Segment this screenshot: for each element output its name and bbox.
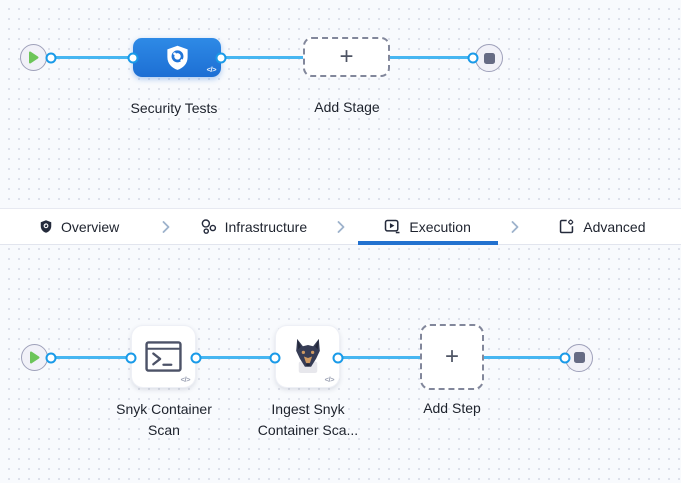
connector-dot: [45, 52, 57, 63]
tab-label: Advanced: [583, 218, 646, 235]
connector-dot: [45, 352, 57, 363]
step-label: Ingest Snyk Container Sca...: [257, 401, 359, 438]
execution-icon: [384, 218, 401, 235]
connector-dot: [269, 352, 281, 363]
tab-advanced[interactable]: Advanced: [523, 209, 681, 244]
connector-dot: [467, 52, 479, 63]
connector-dot: [332, 352, 344, 363]
connector-dot: [215, 52, 227, 63]
stage-connector-line: [51, 56, 473, 59]
pipeline-end-node: [475, 44, 503, 72]
code-glyph: </>: [324, 375, 335, 384]
stop-icon: [483, 52, 495, 64]
step-label: Snyk Container Scan: [116, 401, 212, 438]
stage-label: Security Tests: [130, 100, 218, 116]
steps-start-node: [21, 344, 48, 371]
advanced-icon: [558, 218, 575, 235]
add-stage-label: Add Stage: [314, 99, 380, 115]
stage-node-security-tests[interactable]: </>: [133, 38, 221, 77]
chevron-right-icon: [158, 209, 174, 244]
code-glyph: </>: [206, 65, 217, 74]
code-glyph: </>: [180, 375, 191, 384]
security-shield-scan-icon: [164, 44, 191, 71]
plus-icon: +: [444, 343, 459, 370]
tab-overview[interactable]: Overview: [0, 209, 158, 244]
chevron-right-icon: [333, 209, 349, 244]
play-icon: [29, 351, 40, 364]
connector-dot: [190, 352, 202, 363]
tab-label: Overview: [60, 218, 120, 235]
shield-icon: [39, 219, 53, 234]
tab-execution[interactable]: Execution: [349, 209, 507, 245]
stage-tabbar: Overview Infrastructure Execution: [0, 208, 681, 245]
play-icon: [28, 51, 39, 64]
step-node-snyk-container-scan[interactable]: </>: [131, 325, 196, 388]
add-step-label: Add Step: [423, 400, 481, 416]
pipeline-start-node: [20, 44, 47, 71]
infrastructure-icon: [200, 218, 217, 235]
tab-label: Infrastructure: [224, 218, 308, 235]
tab-label: Execution: [409, 218, 471, 235]
connector-dot: [127, 52, 139, 63]
selected-tab-underline: [357, 241, 498, 245]
chevron-right-icon: [507, 209, 523, 244]
tab-infrastructure[interactable]: Infrastructure: [174, 209, 332, 244]
add-step-button[interactable]: +: [420, 324, 484, 390]
connector-dot: [559, 352, 571, 363]
snyk-dog-icon: [291, 338, 325, 375]
stop-icon: [573, 352, 585, 363]
terminal-icon: [145, 341, 182, 372]
step-node-ingest-snyk[interactable]: </>: [275, 325, 340, 388]
connector-dot: [125, 352, 137, 363]
plus-icon: +: [339, 43, 354, 70]
add-stage-button[interactable]: +: [303, 37, 390, 77]
